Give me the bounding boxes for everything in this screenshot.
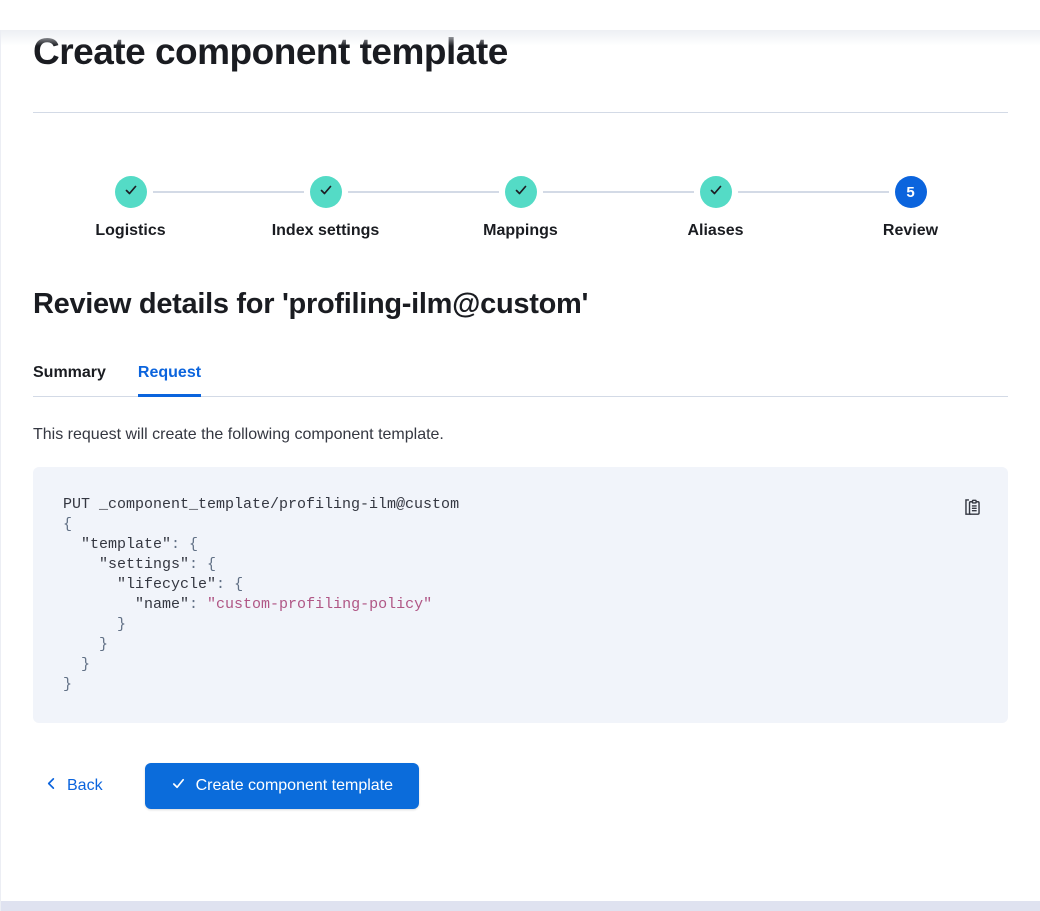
tab-request[interactable]: Request — [137, 364, 202, 397]
page-title: Create component template — [33, 31, 508, 72]
copy-clipboard-icon — [963, 497, 982, 519]
step-label: Logistics — [95, 222, 166, 239]
code-line: } — [63, 656, 91, 673]
back-button-label: Back — [67, 777, 103, 794]
request-description: This request will create the following c… — [33, 426, 444, 443]
copy-to-clipboard-button[interactable] — [963, 497, 982, 519]
check-icon — [513, 182, 529, 203]
wizard-footer: Back Create component template — [33, 763, 1008, 809]
check-icon — [123, 182, 139, 203]
check-icon — [708, 182, 724, 203]
code-line: } — [63, 636, 109, 653]
check-icon — [318, 182, 334, 203]
step-mappings[interactable]: Mappings — [423, 176, 694, 240]
create-component-template-button[interactable]: Create component template — [144, 763, 420, 809]
step-logistics[interactable]: Logistics — [33, 176, 304, 240]
code-line: "template": { — [81, 536, 199, 553]
code-line: PUT _component_template/profiling-ilm@cu… — [63, 496, 460, 513]
code-content: PUT _component_template/profiling-ilm@cu… — [63, 495, 978, 695]
bottom-edge-strip — [1, 901, 1040, 911]
create-component-template-page: { "page": { "title": "Create component t… — [0, 30, 1040, 911]
step-review[interactable]: 5 Review — [813, 176, 1008, 240]
step-label: Review — [882, 222, 939, 239]
header-divider — [33, 112, 1008, 113]
step-index-settings[interactable]: Index settings — [228, 176, 499, 240]
request-code-block: PUT _component_template/profiling-ilm@cu… — [33, 467, 1008, 723]
create-button-label: Create component template — [195, 777, 394, 794]
step-progress-bar: Logistics Index settings Mappings — [33, 176, 1008, 240]
code-line: } — [63, 616, 127, 633]
step-complete-circle[interactable] — [114, 176, 147, 208]
code-line: "settings": { — [99, 556, 217, 573]
step-label: Index settings — [271, 222, 380, 239]
step-current-circle[interactable]: 5 — [894, 176, 927, 208]
check-icon — [171, 776, 186, 796]
back-button[interactable]: Back — [45, 777, 103, 795]
step-complete-circle[interactable] — [699, 176, 732, 208]
step-number: 5 — [906, 183, 915, 201]
step-label: Aliases — [687, 222, 744, 239]
code-line: "lifecycle": { — [117, 576, 244, 593]
chevron-left-icon — [45, 777, 58, 795]
step-complete-circle[interactable] — [309, 176, 342, 208]
page-content: Create component template Logistics Inde… — [1, 30, 1040, 809]
code-line: "name": "custom-profiling-policy" — [135, 596, 433, 613]
review-tabs: Summary Request — [33, 364, 1008, 397]
step-label: Mappings — [483, 222, 558, 239]
step-complete-circle[interactable] — [504, 176, 537, 208]
review-details-heading: Review details for 'profiling-ilm@custom… — [33, 288, 589, 320]
tab-summary[interactable]: Summary — [33, 364, 106, 381]
step-aliases[interactable]: Aliases — [618, 176, 889, 240]
code-line: { — [63, 516, 73, 533]
code-line: } — [63, 676, 73, 693]
